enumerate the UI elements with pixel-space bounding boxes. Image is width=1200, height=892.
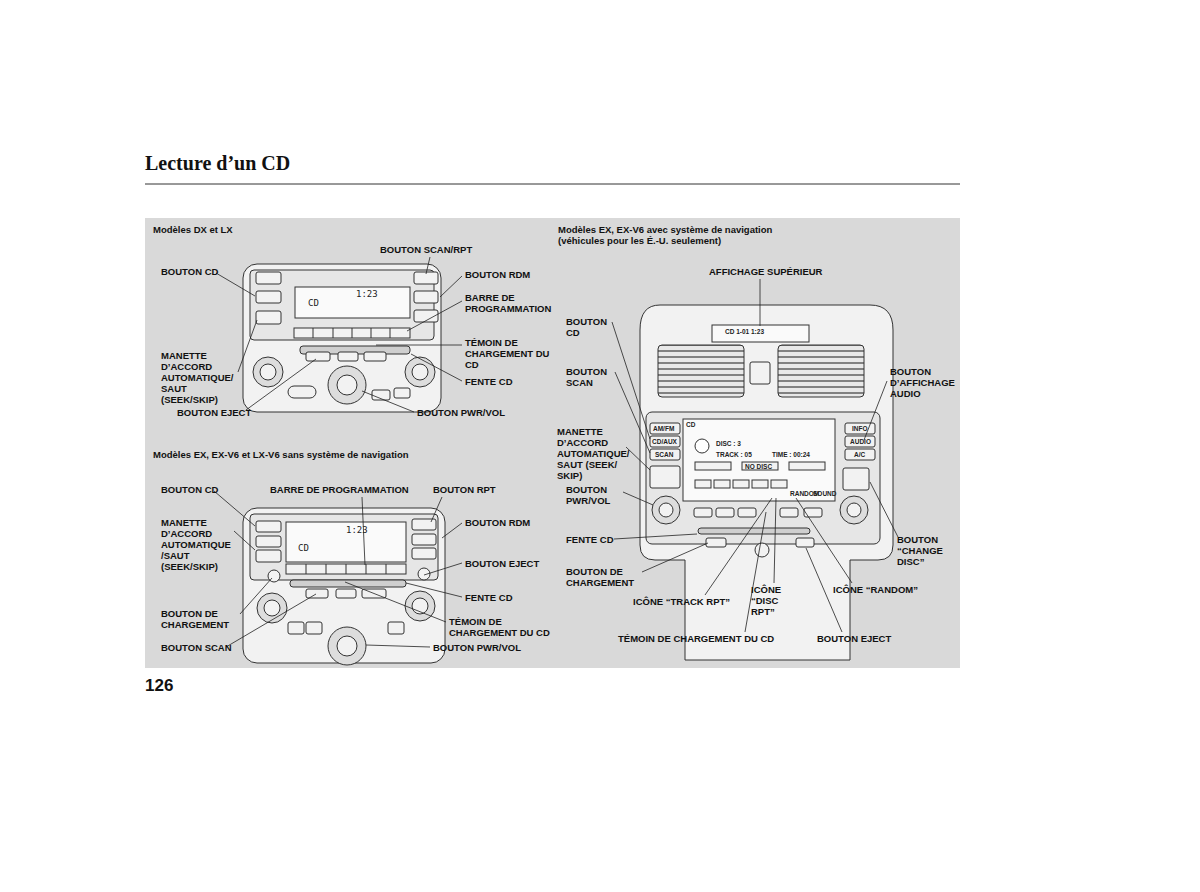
leader-line <box>234 531 255 550</box>
part-label: BOUTON CD <box>566 317 616 339</box>
leader-line <box>362 391 414 412</box>
page-number: 126 <box>145 676 173 696</box>
leader-line <box>705 498 772 595</box>
part-label: TÉMOIN DE CHARGEMENT DU CD <box>465 338 560 371</box>
leader-line <box>406 583 462 597</box>
display-text: 1:23 <box>346 525 368 535</box>
button-text: CD/AUX <box>652 438 677 445</box>
leader-line <box>376 345 462 346</box>
part-label: BOUTON RDM <box>465 518 530 529</box>
part-label: FENTE CD <box>465 377 513 388</box>
display-text: CD <box>298 543 309 553</box>
leader-line <box>424 563 462 575</box>
leader-line <box>615 372 650 453</box>
button-text: AM/FM <box>653 425 674 432</box>
part-label: MANETTE D’ACCORD AUTOMATIQUE/ SAUT (SEEK… <box>161 351 246 406</box>
display-text: 1:23 <box>356 289 378 299</box>
leader-line <box>226 594 316 647</box>
radio-ex-lx-v6 <box>243 508 445 665</box>
part-label: MANETTE D’ACCORD AUTOMATIQUE/ SAUT (SEEK… <box>557 427 629 482</box>
leader-line <box>442 523 462 538</box>
part-label: BOUTON CD <box>161 267 218 278</box>
part-label: BOUTON “CHANGE DISC” <box>897 535 959 568</box>
part-label: FENTE CD <box>465 593 513 604</box>
part-label: BOUTON SCAN <box>161 643 232 654</box>
part-label: BOUTON SCAN/RPT <box>380 245 472 256</box>
title-rule <box>145 184 960 185</box>
part-label: BOUTON SCAN <box>566 367 616 389</box>
leader-line <box>870 482 898 537</box>
part-label: BOUTON CD <box>161 485 218 496</box>
leader-line <box>626 447 650 470</box>
display-text: SOUND <box>813 490 836 497</box>
part-label: BOUTON PWR/VOL <box>566 485 628 507</box>
leader-line <box>214 491 255 526</box>
part-label: BOUTON PWR/VOL <box>433 643 521 654</box>
part-label: ICÔNE “RANDOM” <box>833 585 918 596</box>
leader-line <box>431 497 442 522</box>
display-text: DISC : 3 <box>716 440 741 447</box>
part-label: BARRE DE PROGRAMMATION <box>465 293 565 315</box>
part-label: BOUTON EJECT <box>817 634 891 645</box>
part-label: BOUTON DE CHARGEMENT <box>161 609 241 631</box>
leader-line <box>440 276 462 297</box>
leader-line <box>246 359 316 410</box>
part-label: ICÔNE “DISC RPT” <box>751 585 803 618</box>
leader-line <box>642 543 708 572</box>
leader-line <box>216 273 255 296</box>
leader-line <box>426 257 430 274</box>
leader-line <box>612 322 650 439</box>
figure-heading: Modèles DX et LX <box>153 225 233 236</box>
button-text: SCAN <box>655 451 673 458</box>
display-text: CD <box>686 421 695 428</box>
figure-heading: Modèles EX, EX-V6 avec système de naviga… <box>558 225 798 247</box>
part-label: BOUTON RDM <box>465 270 530 281</box>
part-label: BOUTON EJECT <box>465 559 539 570</box>
leader-line <box>240 578 272 614</box>
button-text: A/C <box>854 451 865 458</box>
part-label: AFFICHAGE SUPÉRIEUR <box>709 267 822 278</box>
part-label: BOUTON PWR/VOL <box>417 408 505 419</box>
leader-line <box>345 582 446 622</box>
page-title: Lecture d’un CD <box>145 152 290 175</box>
display-text: TRACK : 05 <box>716 451 752 458</box>
part-label: BOUTON DE CHARGEMENT <box>566 567 646 589</box>
part-label: FENTE CD <box>566 535 614 546</box>
display-text: TIME : 00:24 <box>772 451 810 458</box>
leader-line <box>407 301 462 331</box>
leader-line <box>774 498 776 583</box>
part-label: ICÔNE “TRACK RPT” <box>633 597 730 608</box>
display-text: CD <box>308 298 319 308</box>
figure-panel <box>145 218 960 668</box>
part-label: TÉMOIN DE CHARGEMENT DU CD <box>618 634 774 645</box>
part-label: BOUTON RPT <box>433 485 496 496</box>
part-label: MANETTE D’ACCORD AUTOMATIQUE /SAUT (SEEK… <box>161 518 241 573</box>
part-label: BOUTON D’AFFICHAGE AUDIO <box>890 367 965 400</box>
leader-line <box>411 354 462 381</box>
part-label: BOUTON EJECT <box>177 408 251 419</box>
leader-line <box>760 279 761 326</box>
leader-line <box>238 320 257 372</box>
figure-heading: Modèles EX, EX-V6 et LX-V6 sans système … <box>153 450 409 461</box>
leader-line <box>614 534 697 539</box>
button-text: AUDIO <box>850 438 871 445</box>
button-text: INFO <box>852 425 868 432</box>
part-label: TÉMOIN DE CHARGEMENT DU CD <box>449 617 559 639</box>
leader-line <box>623 492 653 505</box>
part-label: BARRE DE PROGRAMMATION <box>270 485 409 496</box>
radio-dx-lx <box>243 264 441 412</box>
display-text: CD 1-01 1:23 <box>725 328 764 335</box>
leader-line <box>366 645 430 647</box>
display-text: NO DISC <box>745 463 772 470</box>
leader-line <box>796 498 852 583</box>
